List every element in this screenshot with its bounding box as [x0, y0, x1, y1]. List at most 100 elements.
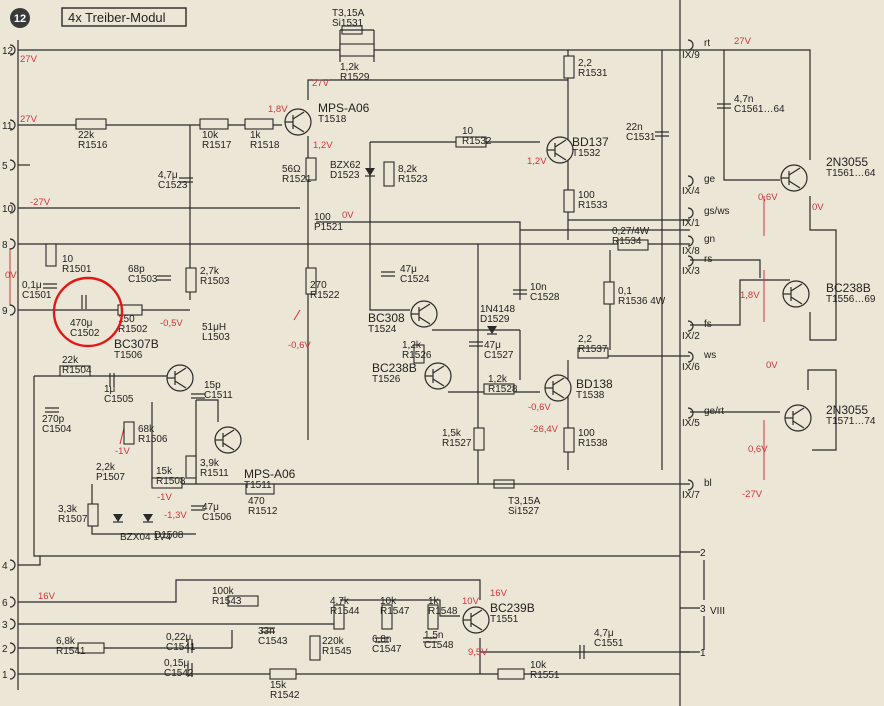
pin-number: 8 [2, 240, 8, 251]
resistor-ref: R1517 [202, 140, 232, 151]
voltage-label: 1,8V [740, 290, 760, 301]
voltage-label: 27V [20, 54, 38, 65]
resistor-ref: R1551 [530, 670, 560, 681]
resistor-ref: R1543 [212, 596, 242, 607]
diode-d1508: D1508 [143, 514, 184, 541]
capacitor-ref: C1527 [484, 350, 514, 361]
transistor-type: MPS-A06 [318, 101, 370, 115]
capacitor-ref: C1505 [104, 394, 134, 405]
capacitor-value: 33n [258, 626, 275, 637]
voltage-label: 16V [490, 588, 508, 599]
resistor-value: 3,3k [58, 504, 78, 515]
voltage-label: 0,6V [748, 444, 768, 455]
pin-6: 6 [2, 596, 16, 609]
pin-number: 3 [700, 604, 706, 615]
voltage-label: 27V [20, 114, 38, 125]
connector-name: bl [704, 478, 712, 489]
diode-value: BZX62 [330, 160, 361, 171]
voltage-label: -0,5V [160, 318, 183, 329]
voltage-label: 1,2V [313, 140, 333, 151]
capacitor-value: 0,1μ [22, 280, 42, 291]
pin-5: 5 [2, 159, 16, 172]
transistor-ref: T1538 [576, 390, 605, 401]
pin-12: 12 [2, 44, 16, 57]
resistor-value: 100 [578, 190, 595, 201]
module-title-box [61, 7, 187, 27]
resistor-ref: R1533 [578, 200, 608, 211]
transistor-type: BC238B [826, 281, 871, 295]
diode-value: 1N4148 [480, 304, 515, 315]
transistor-type: 2N3055 [826, 403, 868, 417]
resistor-ref: R1544 [330, 606, 360, 617]
resistor-ref: R1548 [428, 606, 458, 617]
voltage-label: 0,6V [758, 192, 778, 203]
transistor-ref: T1571…74 [826, 416, 876, 427]
resistor-value: 2,7k [200, 266, 220, 277]
connector-name: rs [704, 254, 712, 265]
diode-value: D1508 [154, 530, 184, 541]
capacitor-value: 68p [128, 264, 145, 275]
connector-code: IX/5 [682, 418, 700, 429]
connector-name: ws [703, 350, 716, 361]
resistor-ref: R1501 [62, 264, 92, 275]
resistor-ref: R1503 [200, 276, 230, 287]
resistor-ref: R1531 [578, 68, 608, 79]
resistor-value: 22k [62, 355, 79, 366]
resistor-value: 68k [138, 424, 155, 435]
capacitor-value: 470μ [70, 318, 93, 329]
connector-code: IX/6 [682, 362, 700, 373]
connector-IX-8: IX/8gn [682, 234, 715, 257]
resistor-value: 220k [322, 636, 345, 647]
voltage-label: 0V [766, 360, 778, 371]
connector-name: fs [704, 319, 712, 330]
resistor-ref: R1508 [156, 476, 186, 487]
resistor-value: 4,7k [330, 596, 350, 607]
voltage-label: 1,8V [268, 104, 288, 115]
resistor-value: 1,2k [340, 62, 360, 73]
label-sub: P1507 [96, 472, 125, 483]
voltage-label: -0,6V [528, 402, 551, 413]
pin-number: 6 [2, 598, 8, 609]
pin-number: 5 [2, 161, 8, 172]
label-text: 51μH [202, 322, 226, 333]
capacitor-ref: C1523 [158, 180, 188, 191]
capacitor-ref: C1547 [372, 644, 402, 655]
connector-IX-3: IX/3rs [682, 254, 712, 277]
connector-code: IX/9 [682, 50, 700, 61]
capacitor-value: 0,15μ [164, 658, 189, 669]
connector-name: rt [704, 38, 710, 49]
diode-ref: D1529 [480, 314, 510, 325]
resistor-value: 100k [212, 586, 235, 597]
capacitor-value: 10n [530, 282, 547, 293]
pin-8: 8 [2, 238, 16, 251]
resistor-ref: R1532 [462, 136, 492, 147]
transistor-type: BC307B [114, 337, 159, 351]
label-sub: P1521 [314, 222, 343, 233]
pin-2: 2 [2, 642, 16, 655]
